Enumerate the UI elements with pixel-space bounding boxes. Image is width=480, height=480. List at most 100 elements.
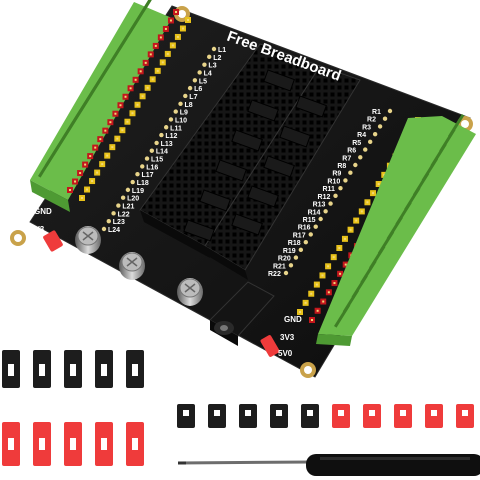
jumper-slot <box>338 410 344 416</box>
terminal-slot <box>142 0 159 12</box>
small-jumper-caps <box>177 404 474 428</box>
led-indicator <box>372 131 378 137</box>
right-pin-labels: R1R2R3R4R5R6R7R8R9R10R11R12R13R14R15R16R… <box>268 108 393 278</box>
jumper-slot <box>307 410 313 416</box>
capacitor <box>75 226 101 254</box>
pin-tip <box>121 129 124 132</box>
pin-tip <box>299 311 301 313</box>
pin-label: L20 <box>127 196 139 203</box>
led-indicator <box>192 78 198 83</box>
pin-label: R6 <box>347 148 356 155</box>
led-indicator <box>116 203 121 208</box>
pin-tip <box>322 300 325 303</box>
pin-label: R10 <box>327 178 340 185</box>
jumper-slot <box>214 410 220 416</box>
pin-tip <box>181 27 184 30</box>
pin-label: R15 <box>303 217 316 224</box>
pin-tip <box>343 237 346 240</box>
led-indicator <box>338 185 343 191</box>
pin-label: L23 <box>113 219 125 226</box>
ic-chip <box>183 219 215 242</box>
led-indicator <box>328 201 333 206</box>
pin-tip <box>139 70 142 73</box>
led-indicator <box>149 148 155 153</box>
pin-label: R21 <box>273 263 286 270</box>
led-indicator <box>313 224 318 229</box>
pin-tip <box>315 283 318 286</box>
pin-tip <box>338 247 341 249</box>
led-indicator <box>323 209 328 214</box>
jumper-slot <box>101 364 107 376</box>
led-indicator <box>202 62 207 67</box>
led-indicator <box>303 239 309 245</box>
pin-tip <box>144 61 147 64</box>
jumper-slot <box>462 410 468 416</box>
pin-tip <box>366 201 369 204</box>
pin-label: L10 <box>175 117 187 124</box>
pin-label: L12 <box>165 133 177 140</box>
board-jumper-right <box>260 335 280 357</box>
led-indicator <box>197 70 202 75</box>
led-indicator <box>288 263 294 268</box>
led-indicator <box>120 195 126 200</box>
pin-label: R8 <box>337 163 346 170</box>
pin-tip <box>171 44 174 47</box>
pin-label: L24 <box>108 227 120 234</box>
pin-label: L16 <box>146 164 158 171</box>
pin-label: R16 <box>298 225 311 232</box>
led-indicator <box>173 109 178 114</box>
pin-tip <box>166 52 169 55</box>
pin-label: L18 <box>137 180 149 187</box>
pin-tip <box>327 291 330 294</box>
led-indicator <box>111 211 116 216</box>
pin-tip <box>187 19 189 21</box>
pin-label: L14 <box>156 149 168 156</box>
jumper-slot <box>183 410 189 416</box>
pin-label: R1 <box>372 109 381 116</box>
pin-tip <box>69 189 71 191</box>
led-indicator <box>106 218 111 224</box>
led-indicator <box>293 255 299 260</box>
pin-tip <box>332 256 335 259</box>
jumper-slot <box>431 410 437 416</box>
power-label: GND <box>284 315 302 324</box>
led-indicator <box>382 116 388 121</box>
led-indicator <box>333 193 338 199</box>
led-indicator <box>130 179 135 185</box>
pin-tip <box>372 192 375 195</box>
power-label: 3V3 <box>30 225 45 234</box>
led-indicator <box>125 187 131 193</box>
ic-chip <box>231 129 263 152</box>
pin-tip <box>161 61 164 64</box>
power-label: 3V3 <box>280 333 295 342</box>
led-indicator <box>283 270 289 276</box>
pin-label: R9 <box>332 171 341 178</box>
led-indicator <box>207 54 212 60</box>
pin-tip <box>159 36 162 39</box>
pin-label: L22 <box>118 211 130 218</box>
pin-label: L11 <box>170 125 182 132</box>
pin-label: R3 <box>362 124 371 131</box>
pin-tip <box>316 309 319 312</box>
pin-tip <box>81 197 83 199</box>
ic-chip <box>231 213 263 236</box>
jumper-slot <box>245 410 251 416</box>
led-indicator <box>363 147 368 152</box>
pin-tip <box>131 112 134 115</box>
pin-tip <box>114 112 117 115</box>
pin-label: R17 <box>293 232 306 239</box>
ic-chip <box>247 185 279 208</box>
pin-tip <box>101 163 104 166</box>
pin-tip <box>154 44 157 47</box>
right-screw-terminal <box>316 113 476 346</box>
pin-label: L19 <box>132 188 144 195</box>
led-indicator <box>178 101 183 106</box>
pin-tip <box>146 86 149 89</box>
led-indicator <box>308 232 313 237</box>
led-indicator <box>163 125 169 130</box>
led-indicator <box>298 247 304 253</box>
left-header-yellow <box>79 17 191 201</box>
led-indicator <box>367 139 373 145</box>
pin-label: L3 <box>208 63 216 70</box>
led-indicator <box>187 85 193 91</box>
